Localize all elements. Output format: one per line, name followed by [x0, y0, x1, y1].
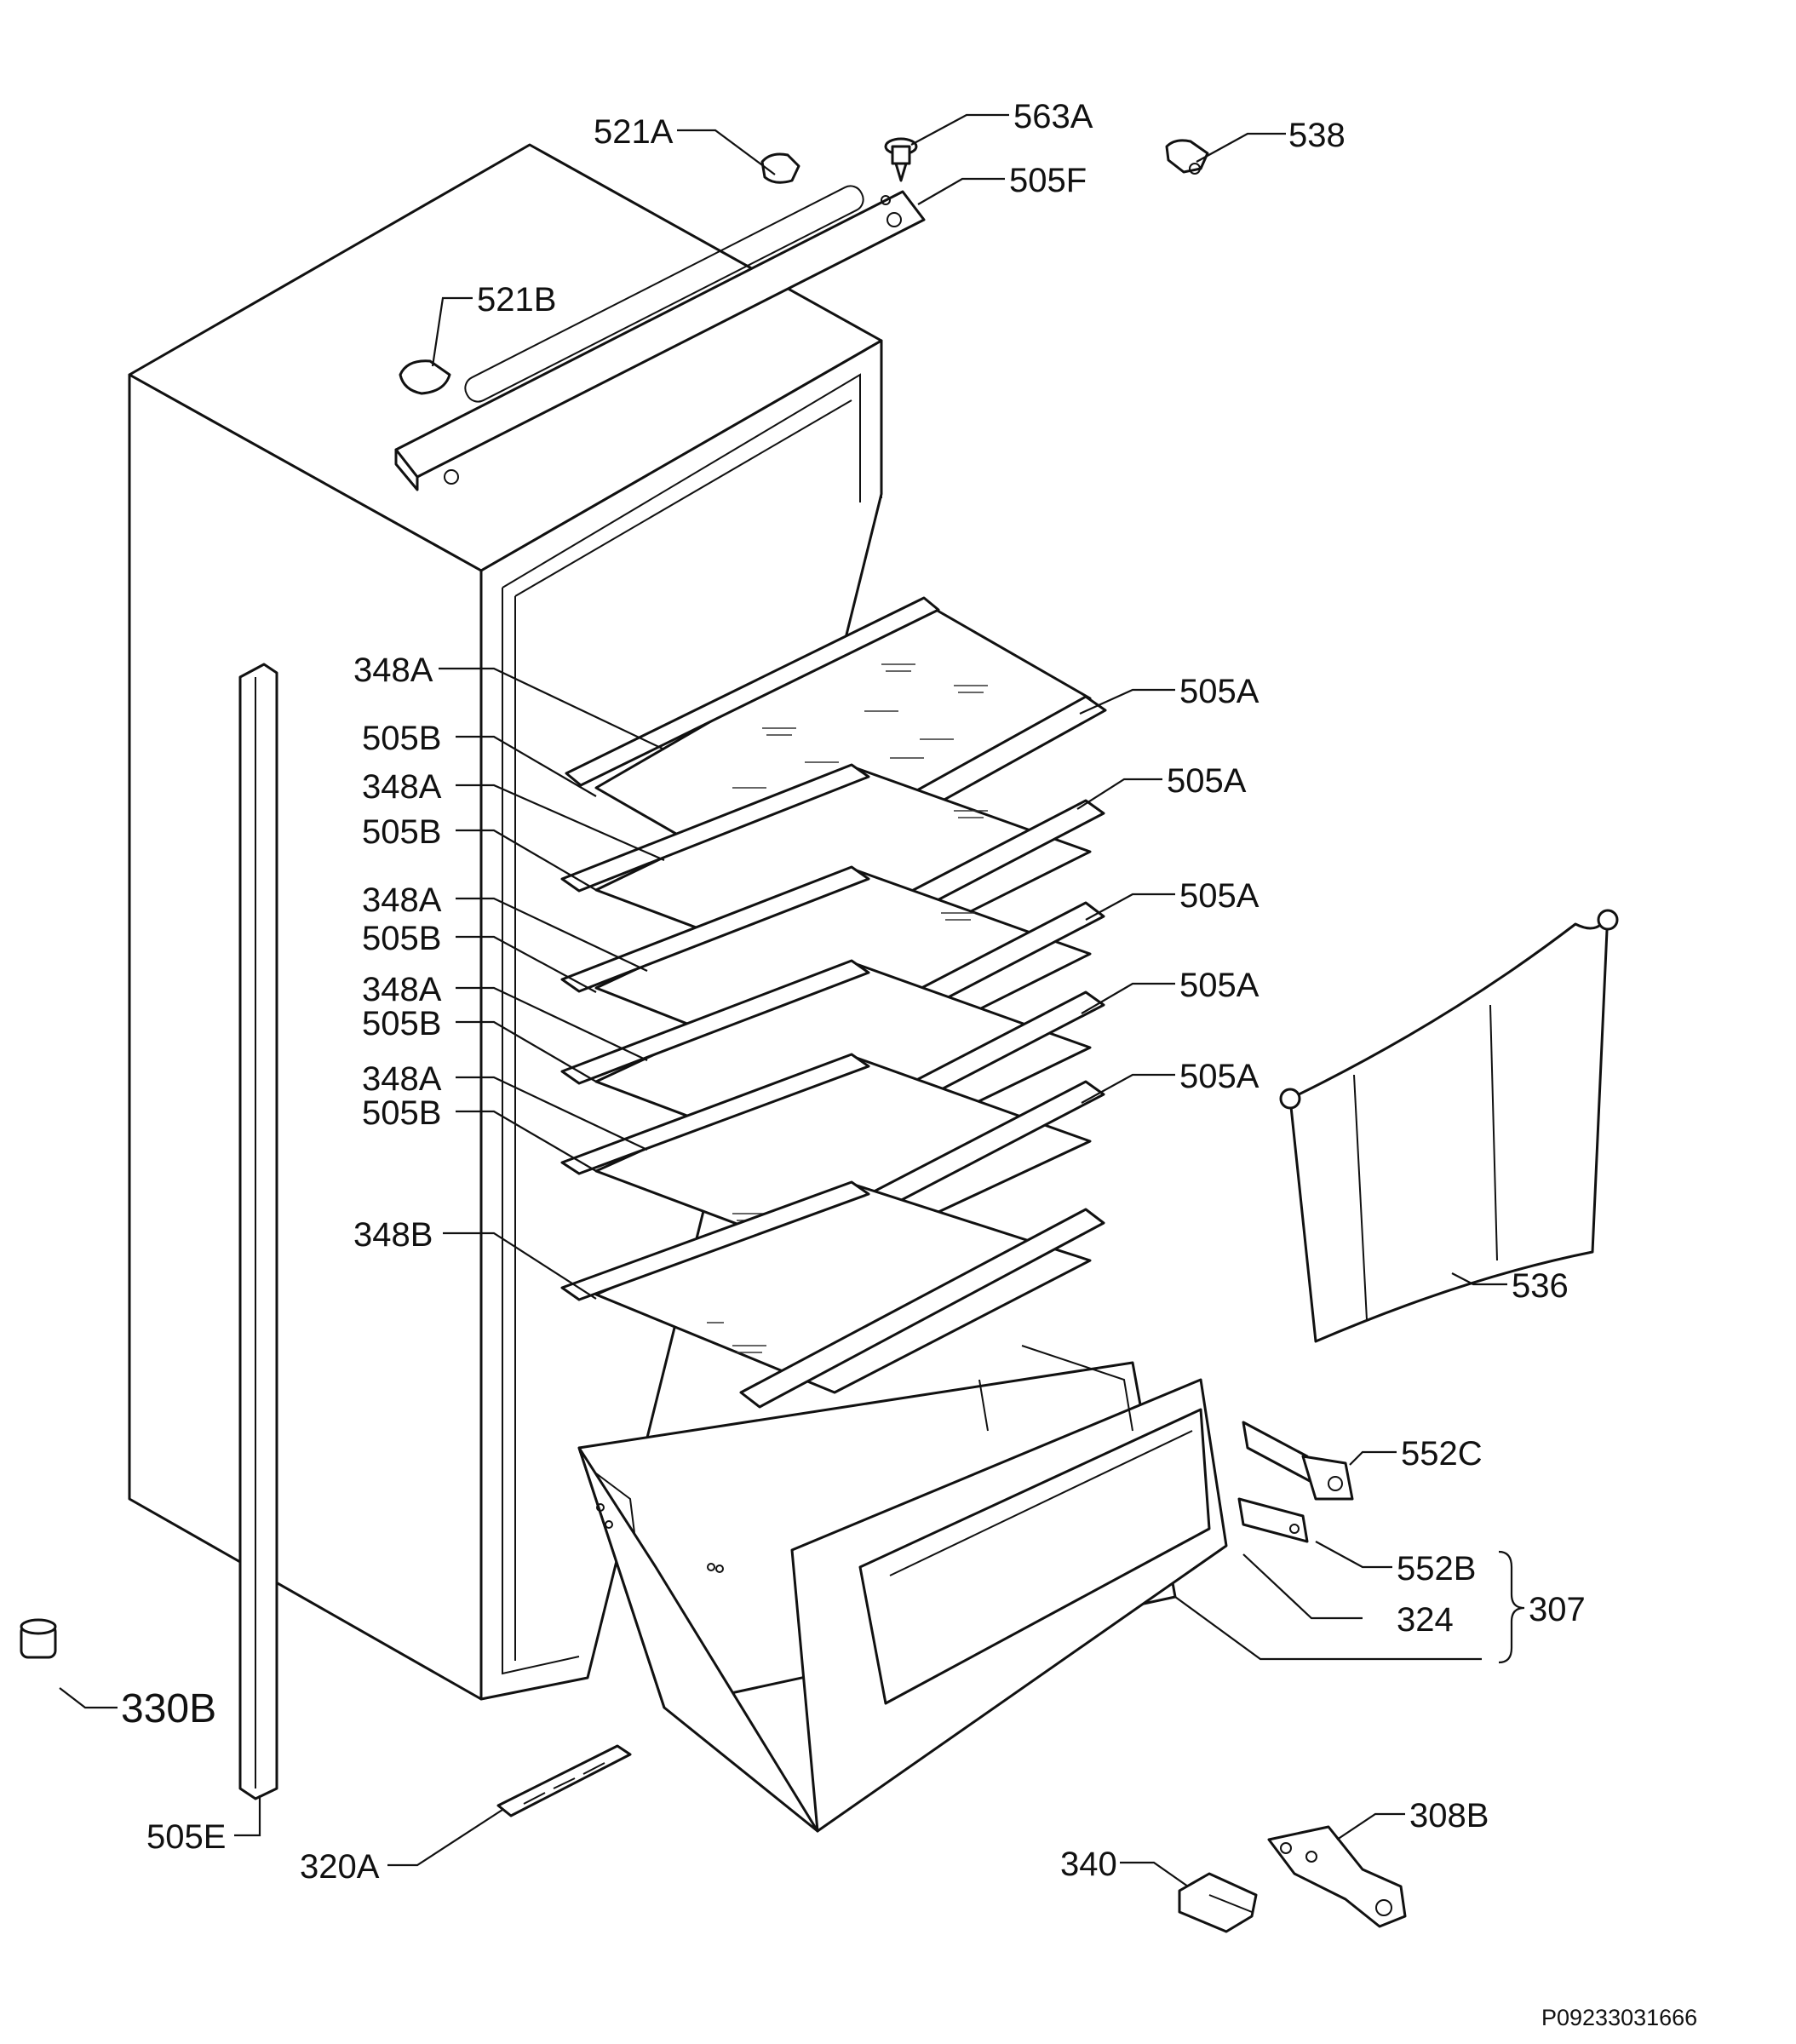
label-505b-5: 505B [362, 1094, 441, 1132]
bottom-bracket-320a [496, 1744, 632, 1817]
label-505a-1: 505A [1179, 673, 1259, 710]
foot-330b [20, 1618, 57, 1659]
label-563a: 563A [1013, 98, 1093, 135]
label-348a-5: 348A [362, 1060, 442, 1098]
label-505b-4: 505B [362, 1005, 441, 1042]
label-320a: 320A [300, 1848, 380, 1886]
label-348a-1: 348A [353, 652, 433, 689]
label-348a-3: 348A [362, 881, 442, 919]
label-505a-5: 505A [1179, 1058, 1259, 1095]
label-307: 307 [1529, 1591, 1586, 1628]
label-348a-2: 348A [362, 768, 442, 806]
hinge-pin-563a [884, 137, 918, 182]
label-538: 538 [1288, 117, 1346, 154]
label-308b: 308B [1409, 1797, 1489, 1834]
label-505a-4: 505A [1179, 967, 1259, 1004]
switch-block-340 [1178, 1872, 1258, 1933]
glass-panel [1279, 909, 1619, 1343]
label-340: 340 [1060, 1846, 1117, 1883]
top-hinge-plate [394, 185, 926, 491]
part-labels: 521A 563A 538 505F 521B 348A 505B 348A 5… [121, 98, 1697, 2030]
cover-cap-521a [760, 152, 800, 184]
crisper-drawer [577, 1345, 1228, 1833]
drawer-rail-upper [1242, 1421, 1354, 1501]
label-505b-2: 505B [362, 813, 441, 851]
document-code: P09233031666 [1541, 2005, 1697, 2030]
door-stop-538 [1165, 139, 1209, 175]
label-324: 324 [1397, 1601, 1454, 1639]
label-521a: 521A [594, 113, 674, 151]
cover-cap-521b [399, 359, 451, 395]
label-330b: 330B [121, 1686, 216, 1731]
label-505b-1: 505B [362, 720, 441, 757]
label-552b: 552B [1397, 1550, 1476, 1588]
label-505b-3: 505B [362, 920, 441, 957]
leader-lines [59, 113, 1525, 1887]
label-505a-3: 505A [1179, 877, 1259, 915]
bottom-hinge-308b [1267, 1825, 1407, 1928]
label-348a-4: 348A [362, 971, 442, 1008]
label-505f: 505F [1009, 162, 1087, 199]
label-505a-2: 505A [1167, 762, 1247, 800]
label-348b: 348B [353, 1216, 433, 1254]
label-521b: 521B [477, 281, 556, 319]
drawer-rail-lower [1237, 1497, 1309, 1543]
label-505e: 505E [146, 1818, 226, 1856]
label-552c: 552C [1401, 1435, 1483, 1473]
shelf-6 [560, 1180, 1105, 1409]
label-536: 536 [1512, 1267, 1569, 1305]
side-trim-strip [238, 663, 278, 1800]
